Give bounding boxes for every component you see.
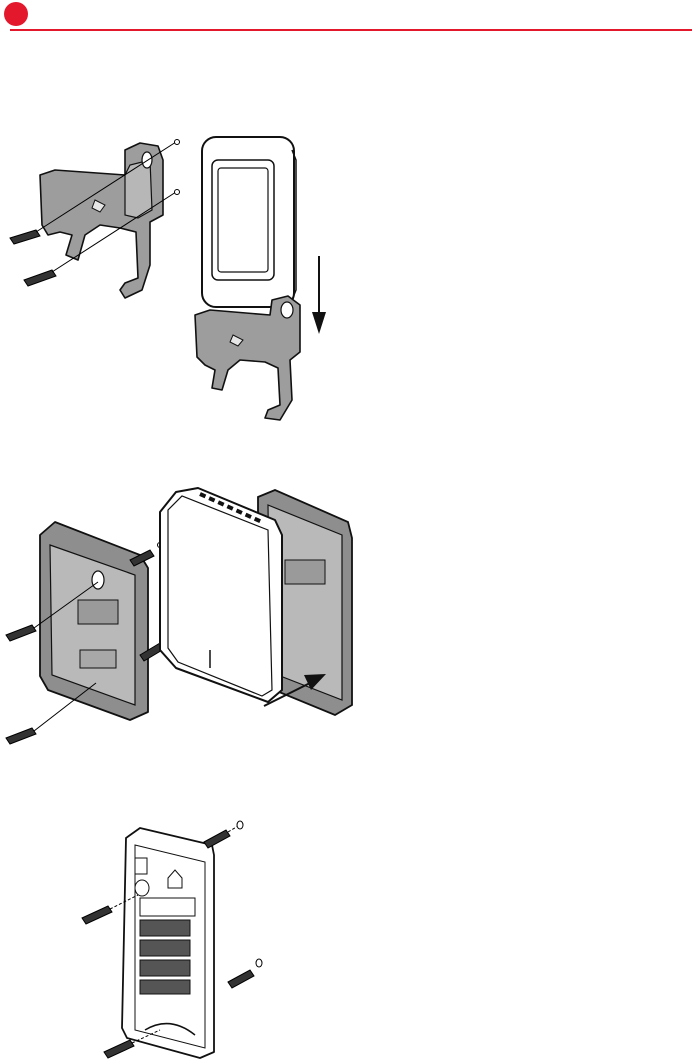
bracket-icon (40, 143, 163, 298)
down-arrow-icon (312, 256, 326, 334)
red-circle-icon (4, 2, 28, 26)
bracket-icon (195, 296, 300, 420)
wallplate-icon (40, 522, 148, 720)
figure-wallplate-mounting (0, 480, 380, 750)
header-rule (10, 29, 692, 31)
wall-anchor-icon (256, 959, 262, 967)
thermostat-cover-icon (202, 137, 296, 307)
screw-icon (228, 970, 254, 988)
screw-icon (204, 826, 238, 848)
bracket-illustration (0, 120, 380, 430)
figure-bracket-mounting (0, 120, 380, 430)
wall-anchor-icon (237, 821, 243, 829)
thermostat-icon (160, 488, 282, 702)
wallplate-icon (122, 828, 214, 1058)
figure-wallplate-anchors (0, 810, 380, 1062)
wallplate-anchors-illustration (0, 810, 380, 1062)
wallplate-illustration (0, 480, 380, 750)
header-bar (0, 0, 692, 40)
